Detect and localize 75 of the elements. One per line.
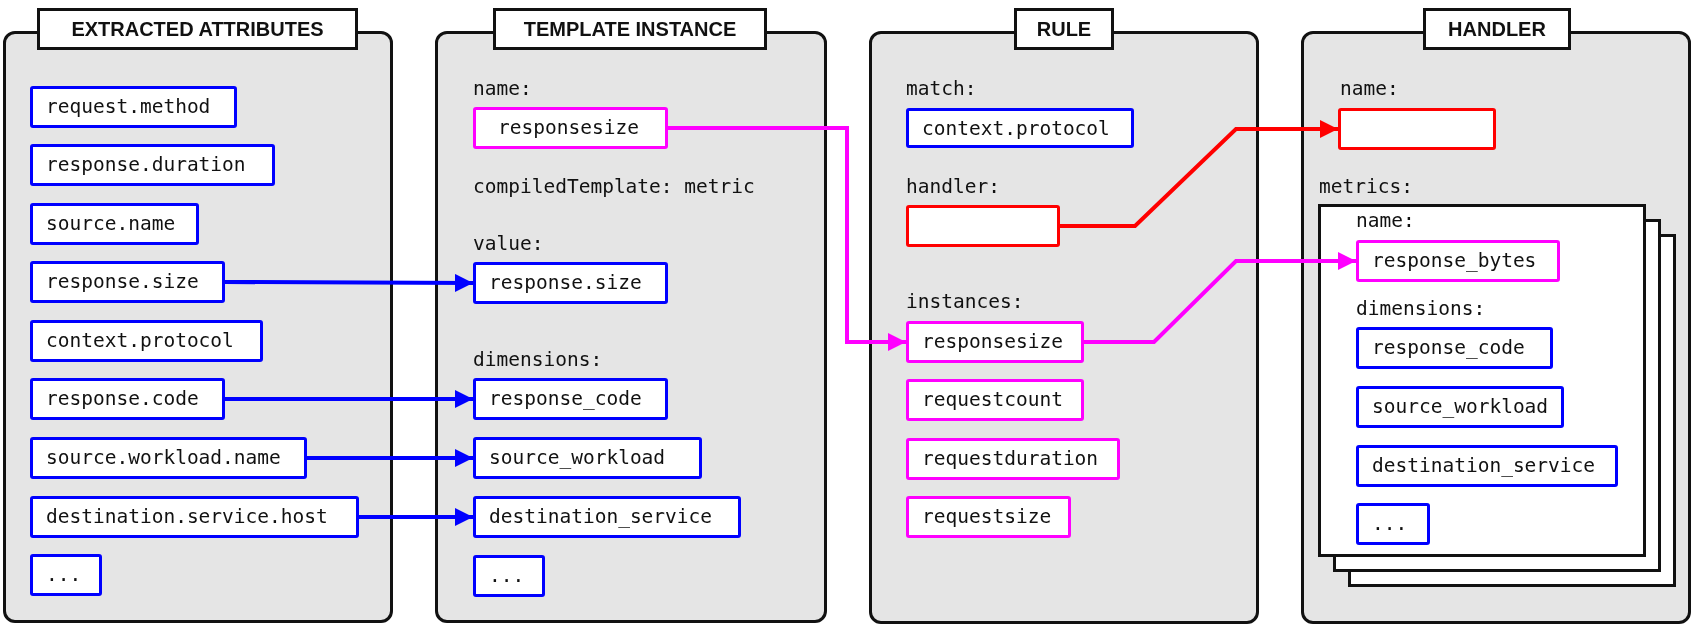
attribute-box bbox=[473, 107, 668, 149]
attribute-box bbox=[30, 320, 263, 362]
field-value: ... bbox=[46, 563, 82, 586]
field-value: context.protocol bbox=[46, 329, 234, 352]
attribute-box bbox=[473, 262, 668, 304]
panel-title: EXTRACTED ATTRIBUTES bbox=[37, 8, 358, 50]
field-value: response_code bbox=[1372, 336, 1525, 359]
field-value: requestduration bbox=[922, 447, 1099, 470]
attribute-box bbox=[1356, 503, 1430, 545]
field-value: responsesize bbox=[922, 330, 1063, 353]
field-label: name: bbox=[1340, 78, 1399, 100]
attribute-box bbox=[1356, 240, 1560, 282]
field-value: source_workload bbox=[489, 446, 666, 469]
attribute-box bbox=[30, 437, 307, 479]
field-value: context.protocol bbox=[922, 117, 1110, 140]
arrow bbox=[359, 508, 473, 526]
attribute-box bbox=[473, 437, 702, 479]
field-value: destination_service bbox=[489, 505, 713, 528]
field-label: dimensions: bbox=[1356, 298, 1486, 320]
panel-title: TEMPLATE INSTANCE bbox=[493, 8, 767, 50]
attribute-box bbox=[30, 496, 359, 538]
attribute-box bbox=[473, 496, 741, 538]
field-value: ... bbox=[489, 564, 525, 587]
attribute-box bbox=[30, 378, 225, 420]
panel-title: HANDLER bbox=[1423, 8, 1571, 50]
field-label: metrics: bbox=[1319, 176, 1413, 198]
field-value: response.size bbox=[46, 270, 199, 293]
arrow bbox=[307, 449, 473, 467]
field-value: source.name bbox=[46, 212, 176, 235]
arrow bbox=[225, 273, 473, 292]
attribute-box bbox=[906, 108, 1134, 148]
field-value: request.method bbox=[46, 95, 211, 118]
attribute-box bbox=[906, 379, 1084, 421]
attribute-box bbox=[1356, 445, 1618, 487]
empty-box bbox=[1338, 108, 1496, 150]
attribute-box bbox=[906, 496, 1071, 538]
attribute-box bbox=[906, 438, 1120, 480]
field-label: dimensions: bbox=[473, 349, 603, 371]
attribute-box bbox=[1356, 386, 1564, 428]
field-label: handler: bbox=[906, 176, 1000, 198]
field-label: instances: bbox=[906, 291, 1024, 313]
field-value: responsesize bbox=[498, 116, 639, 139]
arrow bbox=[225, 390, 473, 408]
field-value: source_workload bbox=[1372, 395, 1549, 418]
attribute-box bbox=[473, 378, 668, 420]
field-value: response.code bbox=[46, 387, 199, 410]
attribute-box bbox=[30, 203, 199, 245]
field-label: name: bbox=[473, 78, 532, 100]
field-value: source.workload.name bbox=[46, 446, 281, 469]
panel-title: RULE bbox=[1014, 8, 1114, 50]
field-value: response_code bbox=[489, 387, 642, 410]
field-value: requestsize bbox=[922, 505, 1052, 528]
arrow bbox=[1084, 252, 1356, 344]
attribute-box bbox=[30, 86, 237, 128]
field-value: requestcount bbox=[922, 388, 1063, 411]
field-value: destination_service bbox=[1372, 454, 1596, 477]
attribute-box bbox=[30, 261, 225, 303]
field-label: name: bbox=[1356, 210, 1415, 232]
metric-card bbox=[1318, 204, 1646, 557]
attribute-box bbox=[473, 555, 545, 597]
field-label: value: bbox=[473, 233, 544, 255]
attribute-box bbox=[1356, 327, 1553, 369]
field-label: match: bbox=[906, 78, 977, 100]
field-value: response.size bbox=[489, 271, 642, 294]
arrow bbox=[668, 126, 906, 351]
field-label: compiledTemplate: metric bbox=[473, 176, 755, 198]
field-value: destination.service.host bbox=[46, 505, 328, 528]
empty-box bbox=[906, 205, 1060, 247]
field-value: response.duration bbox=[46, 153, 246, 176]
attribute-box bbox=[30, 144, 275, 186]
field-value: ... bbox=[1372, 512, 1408, 535]
field-value: response_bytes bbox=[1372, 249, 1537, 272]
attribute-box bbox=[30, 554, 102, 596]
arrow bbox=[1060, 120, 1338, 228]
attribute-box bbox=[906, 321, 1084, 363]
